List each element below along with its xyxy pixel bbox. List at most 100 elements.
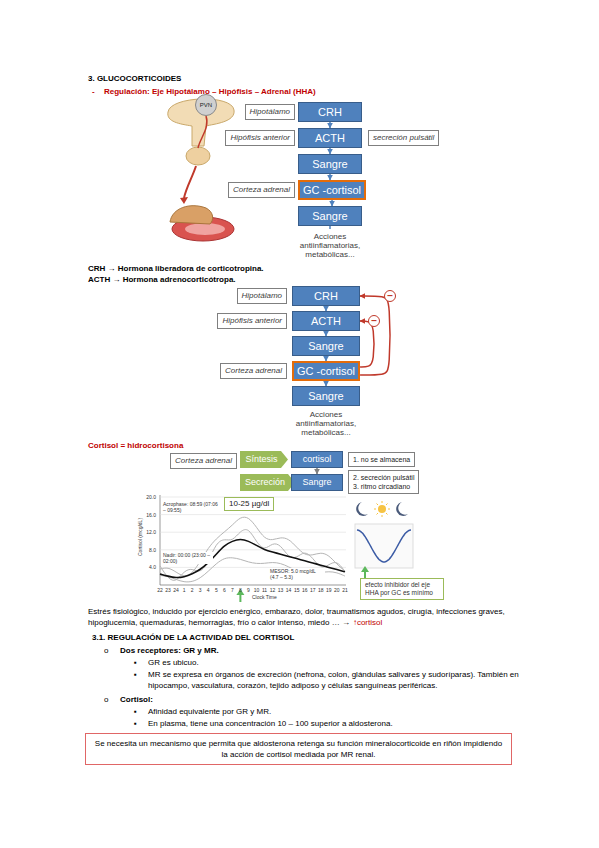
chart-annotation: Nadir: 00:00 (23:00 – 02:00) [163, 552, 213, 564]
tick-label: 9 [243, 587, 253, 593]
node-text: Sangre [296, 477, 338, 488]
text: 2 [191, 587, 194, 593]
text: Estrés fisiológico, inducido por ejercic… [88, 607, 505, 627]
text: o [104, 646, 108, 655]
node-text: PVN [200, 102, 212, 108]
text: 4.0 [149, 564, 156, 570]
node-text: Hipófisis anterior [230, 133, 290, 143]
note-box: secreción pulsátil [368, 130, 439, 146]
section-heading: 3.1. REGULACIÓN DE LA ACTIVIDAD DEL CORT… [92, 632, 294, 643]
text: 5 [215, 587, 218, 593]
level-label: Corteza adrenal [170, 453, 237, 469]
node-text: Hipotálamo [242, 291, 282, 301]
node-text: 10-25 µg/dl [229, 499, 269, 509]
level-label: Hipófisis anterior [225, 130, 295, 146]
text: 16 [302, 587, 308, 593]
text: Cortisol (mcg/dL) [137, 518, 143, 556]
process-box: Sangre [298, 206, 362, 226]
hha-anatomy [168, 99, 234, 241]
tick-label: 1 [179, 587, 189, 593]
node-text: Corteza adrenal [225, 366, 282, 376]
bullet: ▪ [134, 669, 137, 680]
connector [360, 321, 374, 367]
tick-label: 22 [155, 587, 165, 593]
nucleus-circle: PVN [195, 94, 217, 116]
tick-label: 16 [300, 587, 310, 593]
node-text: 1. no se almacena [353, 455, 410, 464]
arrow-shape-fill [240, 451, 288, 468]
tick-label: 20 [332, 587, 342, 593]
node-text: 3. ritmo circadiano [353, 482, 414, 491]
tick-label: 3 [195, 587, 205, 593]
output-text: Acciones antiinflamatorias, metabólicas.… [290, 232, 370, 259]
tick-label: 7 [227, 587, 237, 593]
process-box: ACTH [298, 128, 362, 148]
process-box: Sangre [298, 154, 362, 174]
inhibition-sign: − [368, 315, 380, 327]
tick-label: 6 [219, 587, 229, 593]
note-box: 1. no se almacena [348, 452, 415, 467]
process-box: CRH [298, 102, 362, 122]
node-text: Sangre [303, 210, 357, 222]
node-text: Hipófisis anterior [222, 316, 282, 326]
node-text: Corteza adrenal [175, 456, 232, 466]
process-box: GC -cortisol [292, 361, 360, 381]
node-text: Sangre [303, 158, 357, 170]
bullet: - [92, 86, 95, 97]
axis-title: Cortisol (mcg/dL) [137, 518, 143, 556]
list-item: Dos receptores: GR y MR. [120, 645, 219, 656]
text: ACTH → Hormona adrenocorticótropa. [88, 275, 236, 284]
tick-label: 21 [340, 587, 350, 593]
inhibition-sign: − [384, 290, 396, 302]
definition: ACTH → Hormona adrenocorticótropa. [88, 274, 236, 285]
node-text: GC -cortisol [303, 184, 361, 196]
y-axis [160, 495, 161, 585]
text: 8 [239, 587, 242, 593]
tick-label: 16.0 [132, 512, 156, 518]
chart-axes [160, 495, 346, 585]
node-text: Secreción [245, 477, 285, 488]
text: 23 [165, 587, 171, 593]
process-box: GC -cortisol [298, 180, 366, 200]
level-label: Hipófisis anterior [217, 313, 287, 329]
tick-label: 8.0 [132, 547, 156, 553]
bullet: o [104, 645, 108, 656]
tick-label: 10 [251, 587, 261, 593]
process-box: Sangre [292, 336, 360, 356]
grid-line [160, 514, 346, 515]
arrow-shape-fill [240, 474, 295, 491]
tick-label: 15 [292, 587, 302, 593]
tick-label: 13 [276, 587, 286, 593]
tick-label: 24 [171, 587, 181, 593]
text: ▪ [134, 707, 137, 716]
text: - [92, 87, 95, 96]
node-text: cortisol [296, 454, 338, 465]
sun-icon [378, 505, 386, 513]
text: − [387, 290, 393, 301]
text: En plasma, tiene una concentración 10 – … [148, 719, 393, 728]
tick-label: 5 [211, 587, 221, 593]
range-box: 10-25 µg/dl [224, 497, 274, 511]
text: 4 [207, 587, 210, 593]
node-text: 2. secreción pulsátil [353, 473, 414, 482]
list-item: Cortisol: [120, 694, 153, 705]
green-arrow [364, 571, 366, 578]
grid-line [160, 532, 346, 533]
text: Regulación: Eje Hipotálamo – Hipófisis –… [104, 87, 316, 96]
text: 11 [262, 587, 267, 593]
tick-label: 2 [187, 587, 197, 593]
text: 17 [310, 587, 316, 593]
circadian-wave [357, 530, 411, 562]
text: 18 [318, 587, 324, 593]
text: 20 [334, 587, 340, 593]
tick-label: 4.0 [132, 564, 156, 570]
text: 1 [183, 587, 186, 593]
text: ▪ [134, 719, 137, 728]
text: 9 [247, 587, 250, 593]
text: − [371, 315, 377, 326]
definition: CRH → Hormona liberadora de corticotropi… [88, 263, 264, 274]
x-axis [160, 585, 346, 586]
text: GR es ubicuo. [148, 658, 199, 667]
bullet: ▪ [134, 657, 137, 668]
